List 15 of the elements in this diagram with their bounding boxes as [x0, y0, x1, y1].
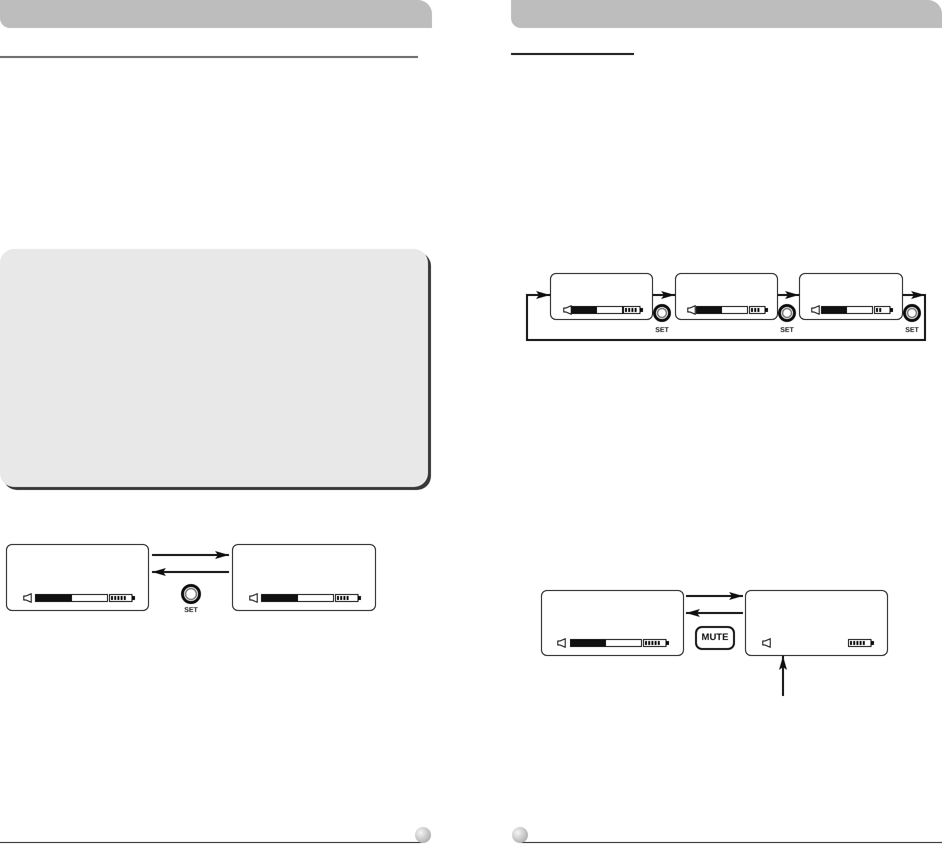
arrow	[779, 656, 787, 696]
arrow	[686, 592, 743, 600]
lcd-screen	[6, 544, 149, 611]
lcd-screen	[541, 590, 684, 656]
arrow	[653, 291, 675, 299]
keypad-key: MUTE	[695, 626, 735, 650]
lcd-screen	[799, 273, 903, 320]
arrow	[778, 291, 799, 299]
lcd-screen	[745, 590, 888, 656]
lcd-screen	[550, 273, 653, 320]
arrow	[152, 568, 229, 576]
arrow	[152, 551, 229, 559]
lcd-screen	[675, 273, 778, 320]
arrow	[686, 609, 743, 617]
lcd-screen	[232, 544, 376, 611]
